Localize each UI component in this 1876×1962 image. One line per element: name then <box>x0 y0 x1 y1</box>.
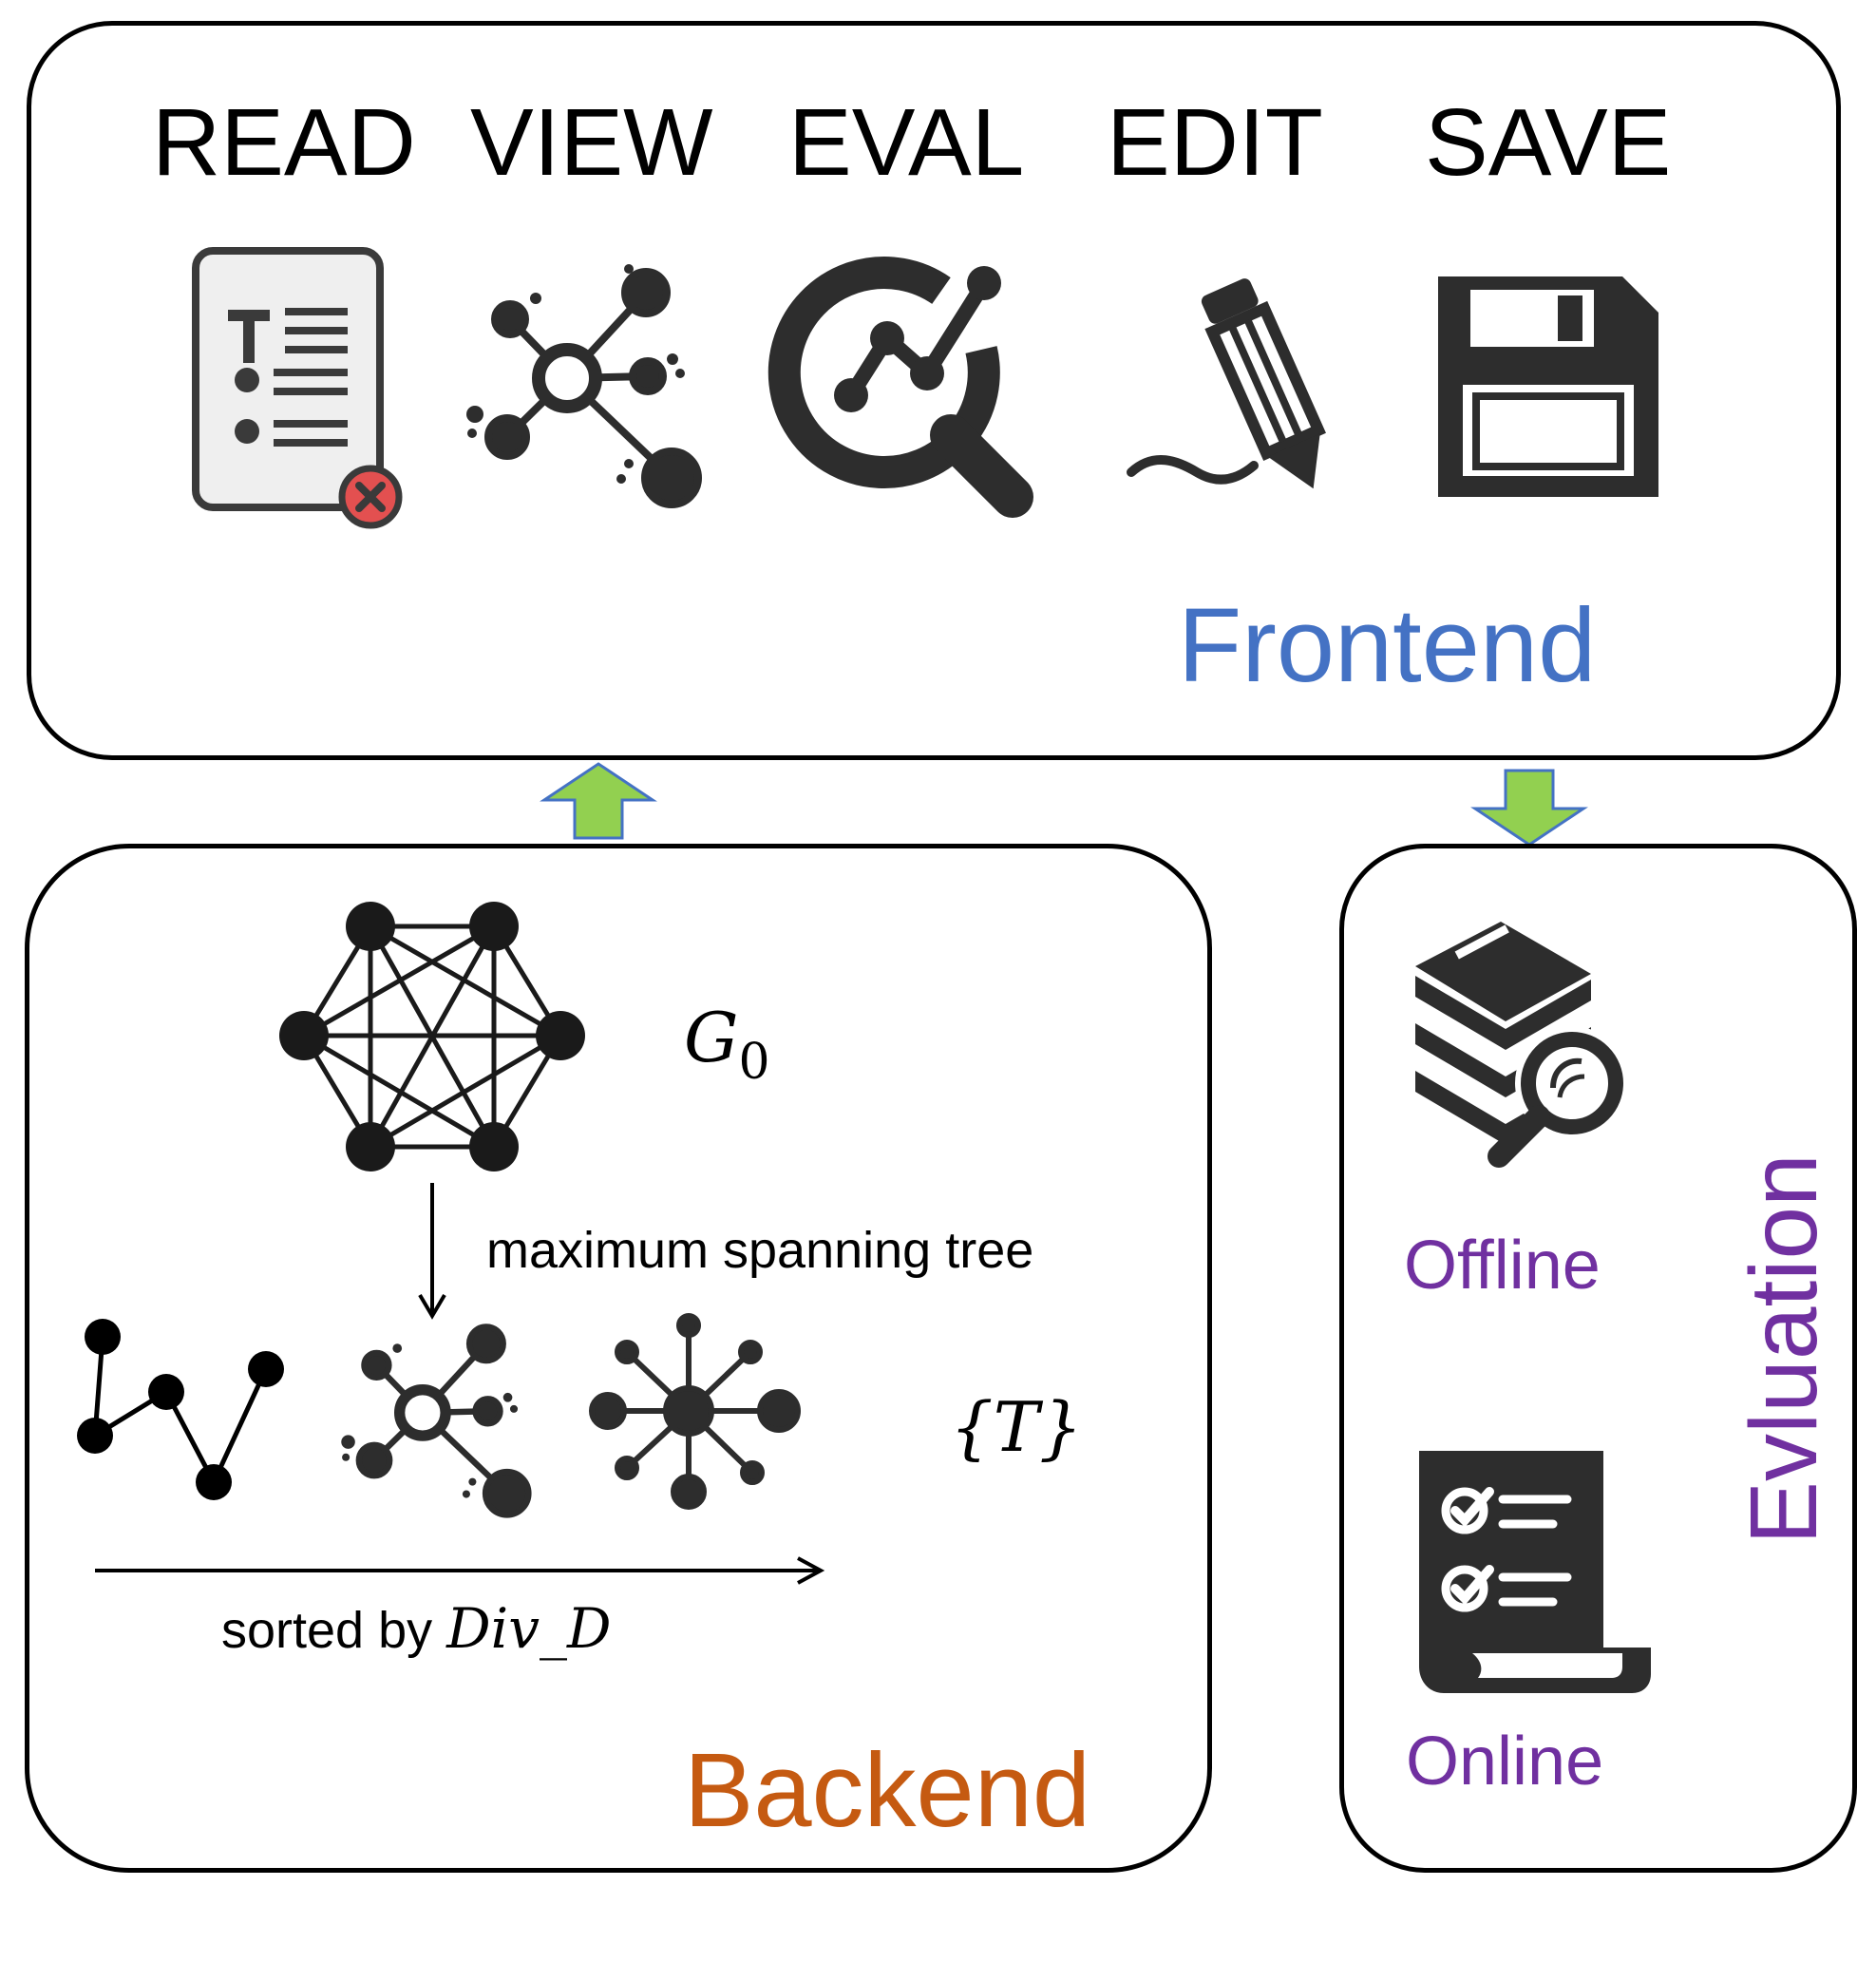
path-tree-icon <box>77 1319 284 1500</box>
online-label: Online <box>1406 1724 1604 1800</box>
books-search-icon <box>1415 922 1629 1168</box>
step-view-label: VIEW <box>470 89 713 196</box>
spanning-tree-arrow <box>418 1183 446 1320</box>
offline-label: Offline <box>1404 1228 1601 1304</box>
search-chart-icon <box>767 257 1033 518</box>
floppy-disk-icon <box>1438 276 1658 497</box>
document-text-icon <box>192 247 403 529</box>
evaluation-panel <box>1339 844 1857 1873</box>
step-save-label: SAVE <box>1425 89 1672 196</box>
complete-graph-icon <box>279 902 585 1171</box>
checklist-icon <box>1419 1451 1651 1693</box>
sort-label: sorted by Div_D <box>221 1596 612 1661</box>
step-eval-label: EVAL <box>788 89 1025 196</box>
spanning-tree-label: maximum spanning tree <box>486 1222 1034 1279</box>
down-arrow-icon <box>1470 769 1588 847</box>
evaluation-title: Evluation <box>1731 1153 1837 1545</box>
star-tree-icon <box>589 1313 801 1510</box>
trees-label: {T} <box>950 1387 1083 1467</box>
pencil-icon <box>1127 278 1326 489</box>
hub-tree-icon <box>341 1324 532 1518</box>
frontend-title: Frontend <box>1178 587 1597 704</box>
backend-title: Backend <box>684 1732 1091 1849</box>
up-arrow-icon <box>540 762 657 840</box>
network-graph-icon <box>466 264 702 508</box>
sort-arrow <box>95 1556 825 1585</box>
step-read-label: READ <box>152 89 416 196</box>
step-edit-label: EDIT <box>1107 89 1323 196</box>
graph-label: G0 <box>684 998 770 1091</box>
